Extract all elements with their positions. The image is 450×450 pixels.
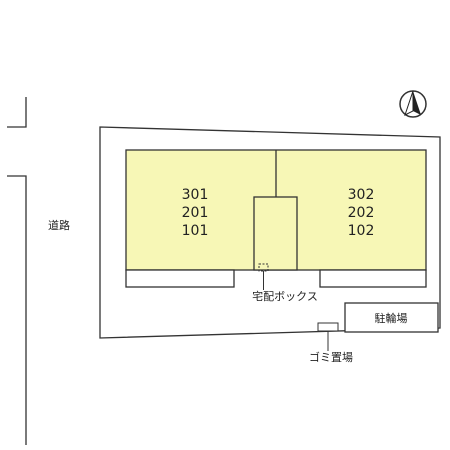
delivery-box-marker [258,263,269,272]
road-edge-lower [7,175,27,445]
road-label: 道路 [48,218,70,232]
road-edges [7,97,27,445]
stairwell [253,196,298,271]
unit-label: 102 [348,223,375,239]
property-boundary [99,126,441,339]
left-balcony [125,269,235,288]
unit-label: 302 [348,187,375,203]
bicycle-parking-area [344,302,439,333]
garbage-area-label: ゴミ置場 [309,350,353,364]
left-wing-units: 301 201 101 [182,187,209,239]
delivery-box-label: 宅配ボックス [252,289,318,303]
right-wing-units: 302 202 102 [348,187,375,239]
apartment-building [125,149,427,288]
unit-label: 301 [182,187,209,203]
road-edge-upper [7,97,27,128]
unit-label: 202 [348,205,375,221]
garbage-area-marker [317,322,339,332]
right-balcony [319,269,427,288]
unit-label: 201 [182,205,209,221]
unit-label: 101 [182,223,209,239]
bicycle-parking-label: 駐輪場 [375,311,408,325]
north-arrow-icon [399,90,427,118]
